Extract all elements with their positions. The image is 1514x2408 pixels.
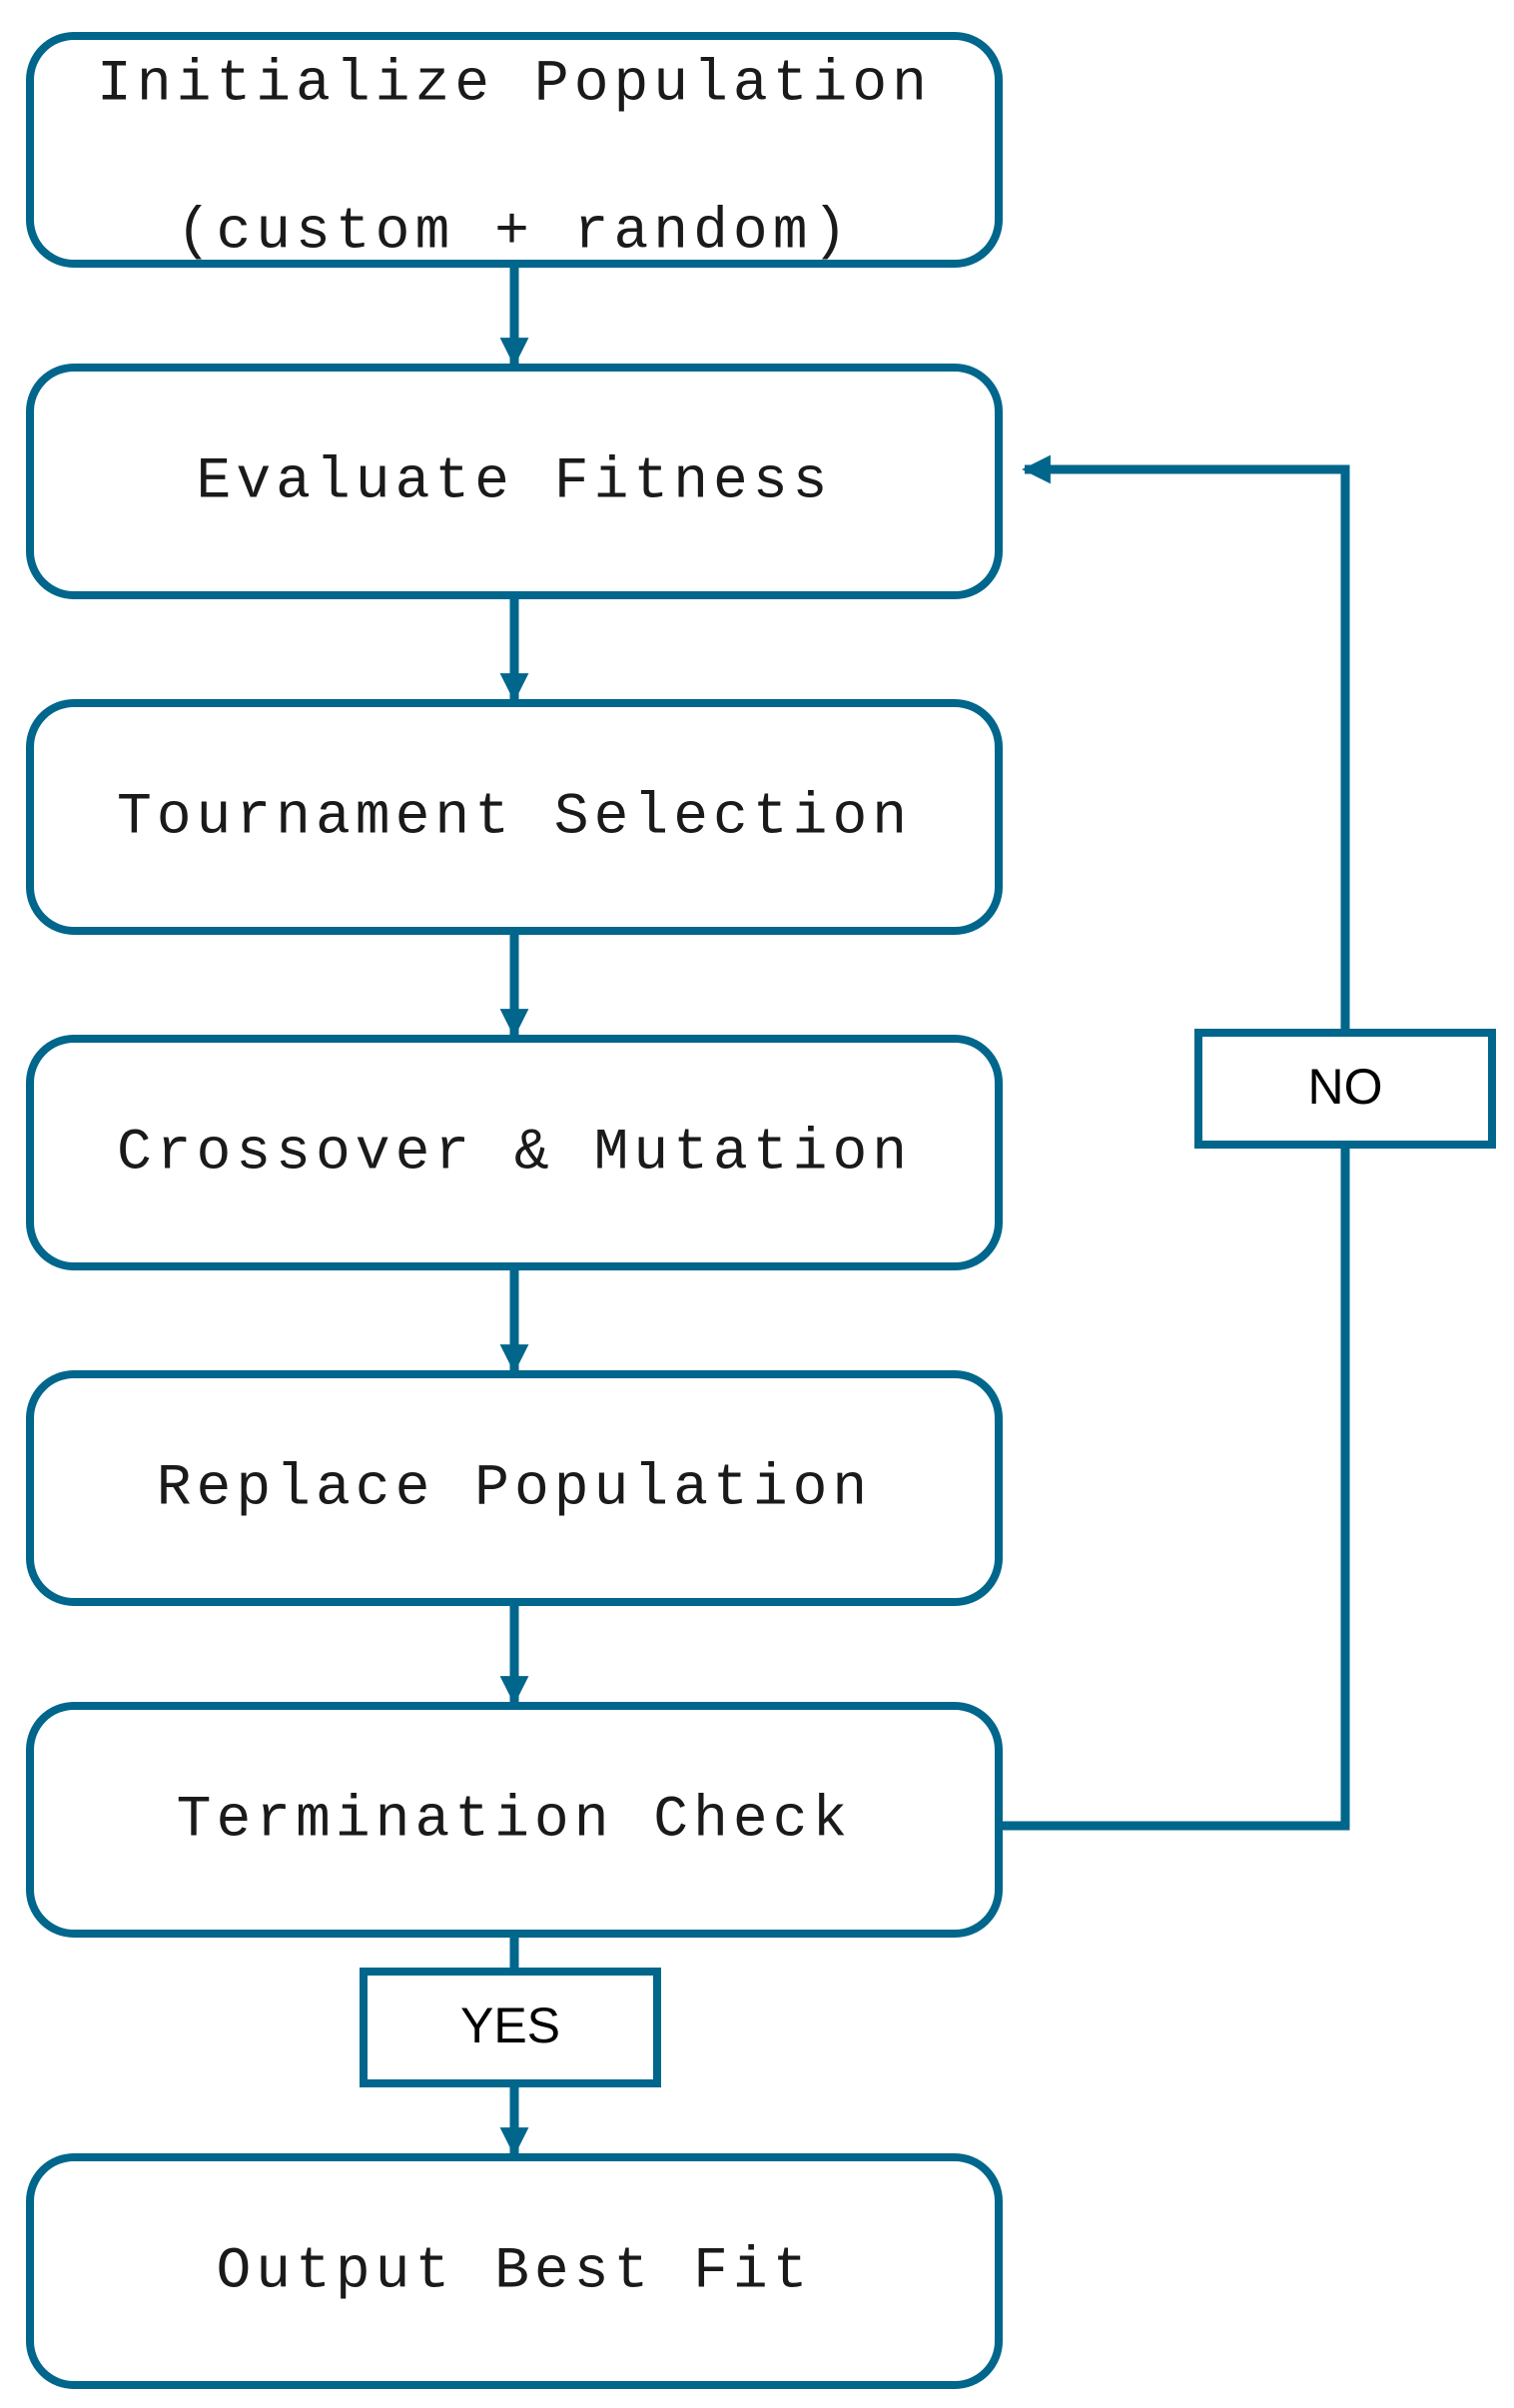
flow-node-label: Crossover & Mutation — [117, 1121, 912, 1186]
yes-label-text: YES — [460, 1998, 560, 2053]
flow-node-init: Initialize Population (custom + random) — [26, 32, 1003, 268]
flow-node-box — [26, 2153, 1003, 2389]
flow-node-termination: Termination Check — [26, 1702, 1003, 1938]
flow-node-box — [26, 364, 1003, 599]
flow-node-label: Output Best Fit — [216, 2239, 812, 2304]
flow-node-box — [26, 1702, 1003, 1938]
flow-node-box — [26, 1370, 1003, 1606]
no-label-text: NO — [1308, 1059, 1383, 1115]
flow-node-selection: Tournament Selection — [26, 699, 1003, 935]
flow-node-crossover: Crossover & Mutation — [26, 1035, 1003, 1270]
flow-node-replace: Replace Population — [26, 1370, 1003, 1606]
yes-label-box — [360, 1968, 661, 2087]
no-loop-lower — [999, 1145, 1350, 1831]
flow-node-label: Initialize Population — [97, 52, 932, 117]
flow-nodes: Initialize Population (custom + random) Ev… — [26, 32, 1003, 2389]
flow-node-box — [26, 32, 1003, 268]
no-label-box — [1194, 1029, 1496, 1149]
no-loop-upper-arrow — [1022, 454, 1350, 1033]
flow-node-box — [26, 699, 1003, 935]
flow-node-label: Evaluate Fitness — [197, 449, 833, 514]
flow-node-box — [26, 1035, 1003, 1270]
flow-edges — [499, 264, 1350, 2156]
no-branch-label: NO — [1194, 1029, 1496, 1149]
flow-node-label: Tournament Selection — [117, 785, 912, 850]
flow-node-evaluate: Evaluate Fitness — [26, 364, 1003, 599]
yes-branch-label: YES — [360, 1968, 661, 2087]
flow-node-label: (custom + random) — [177, 200, 853, 265]
flow-node-label: Termination Check — [177, 1788, 853, 1853]
flow-node-label: Replace Population — [157, 1456, 873, 1521]
flow-node-output: Output Best Fit — [26, 2153, 1003, 2389]
